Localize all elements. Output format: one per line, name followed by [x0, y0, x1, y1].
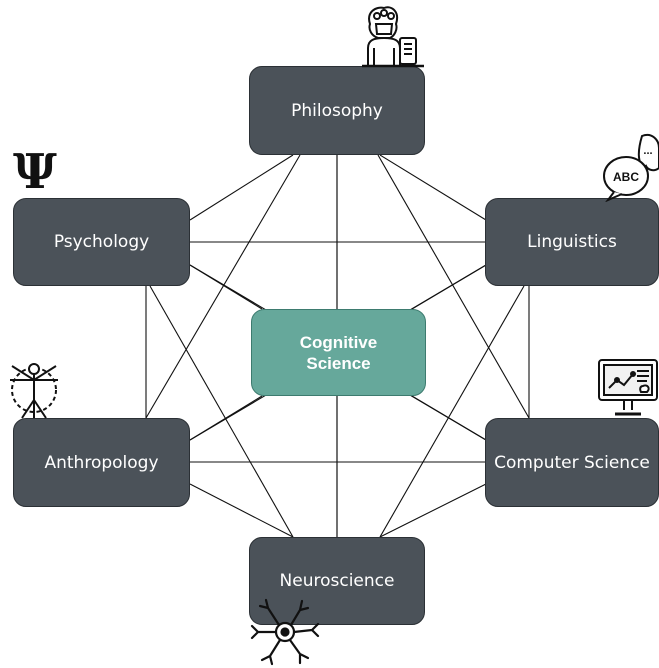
node-cognitive-science-label: Cognitive Science [299, 332, 378, 373]
edge-linguistics-cognitive [411, 264, 487, 310]
psi-icon: Ψ [13, 148, 57, 196]
edge-anthropology-neuroscience [189, 483, 294, 538]
edge-philosophy-anthropology [145, 154, 301, 419]
node-psychology-label: Psychology [53, 232, 150, 252]
speech-bubble-icon: ABC ... [602, 130, 659, 202]
speech-bubble-text: ABC [613, 170, 639, 184]
edge-philosophy-psychology [189, 154, 294, 221]
edge-linguistics-neuroscience [379, 285, 525, 538]
node-computer-science: Computer Science [485, 418, 659, 507]
speech-bubble-dots: ... [643, 145, 652, 157]
node-cognitive-science: Cognitive Science [251, 309, 426, 396]
edge-anthropology-cognitive [189, 395, 263, 441]
psi-glyph: Ψ [13, 144, 57, 200]
node-psychology: Psychology [13, 198, 190, 286]
edge-psychology-neuroscience [149, 285, 294, 538]
vitruvian-man-icon [8, 360, 60, 420]
computer-monitor-icon [597, 358, 659, 420]
edge-philosophy-linguistics [379, 154, 487, 221]
node-philosophy-label: Philosophy [291, 100, 383, 121]
node-computer-science-label: Computer Science [494, 452, 650, 473]
edge-computer-science-cognitive [411, 395, 487, 441]
philosopher-bust-icon [360, 4, 426, 68]
node-linguistics: Linguistics [485, 198, 659, 286]
node-anthropology-label: Anthropology [44, 452, 159, 473]
node-neuroscience-label: Neuroscience [279, 571, 395, 591]
edge-psychology-cognitive [189, 264, 263, 310]
node-neuroscience: Neuroscience [249, 537, 425, 625]
edge-computer-science-neuroscience [379, 483, 487, 538]
node-linguistics-label: Linguistics [527, 232, 617, 252]
edge-philosophy-computer-science [377, 154, 530, 419]
neuron-icon [250, 596, 320, 666]
node-anthropology: Anthropology [13, 418, 190, 507]
node-philosophy: Philosophy [249, 66, 425, 155]
